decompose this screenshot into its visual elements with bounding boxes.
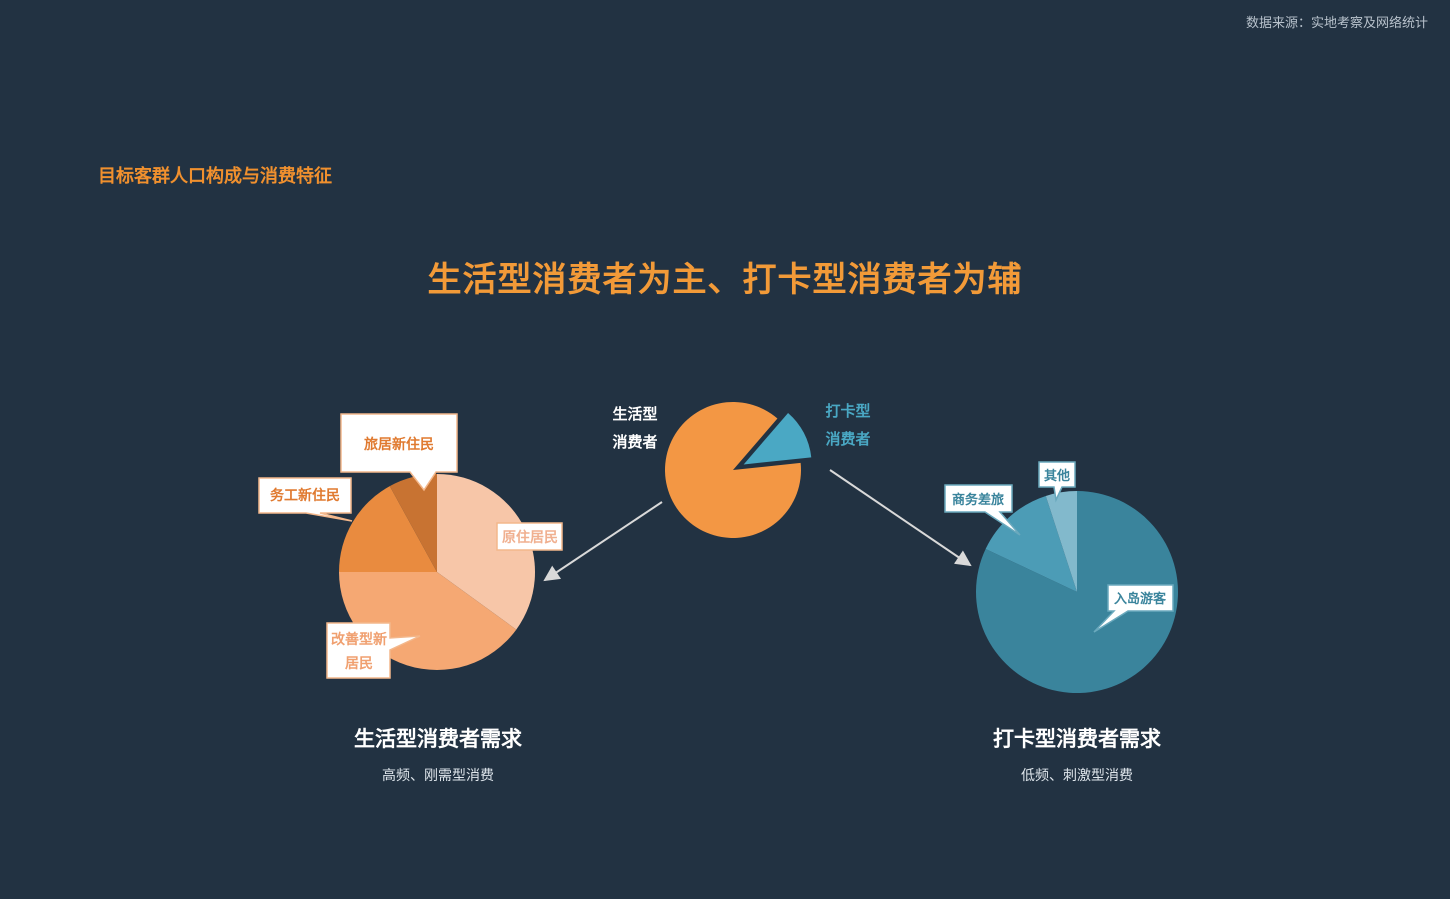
center-label-checkin-2: 消费者	[825, 430, 870, 448]
slice-label-gaishan-1: 改善型新	[331, 631, 387, 648]
slice-label-qita: 其他	[1044, 468, 1070, 484]
center-pie-chart	[665, 402, 812, 538]
life-caption-title: 生活型消费者需求	[354, 727, 522, 751]
arrow-to-checkin-pie	[829, 469, 972, 567]
center-label-life-2: 消费者	[612, 433, 657, 451]
pie-slice	[1045, 491, 1077, 592]
slice-label-yuanzhu: 原住居民	[502, 529, 558, 546]
pie-slice	[389, 474, 437, 572]
life-caption-subtitle: 高频、刚需型消费	[382, 768, 494, 784]
callout-yuanzhu: 原住居民	[496, 522, 563, 551]
checkin-consumer-caption: 打卡型消费者需求 低频、刺激型消费	[947, 723, 1207, 785]
center-label-checkin-1: 打卡型	[825, 402, 870, 420]
callout-lvju: 旅居新住民	[340, 413, 458, 492]
callout-rudao: 入岛游客	[1093, 584, 1174, 633]
pie-slice	[339, 486, 437, 572]
slice-label-rudao: 入岛游客	[1114, 591, 1167, 607]
checkin-caption-subtitle: 低频、刺激型消费	[1021, 768, 1133, 784]
pie-slice	[437, 474, 535, 630]
center-label-life-1: 生活型	[612, 405, 657, 423]
checkin-consumer-pie-chart	[976, 491, 1178, 693]
slice-label-lvju: 旅居新住民	[364, 436, 434, 453]
callout-wugong: 务工新住民	[258, 477, 353, 522]
headline: 生活型消费者为主、打卡型消费者为辅	[427, 260, 1023, 300]
pie-slice	[743, 412, 812, 465]
slice-label-shangwu: 商务差旅	[952, 492, 1004, 508]
pie-slice	[985, 495, 1077, 592]
callout-shangwu: 商务差旅	[944, 484, 1021, 536]
callout-qita: 其他	[1038, 461, 1076, 503]
section-title: 目标客群人口构成与消费特征	[98, 166, 332, 187]
slice-label-wugong: 务工新住民	[270, 487, 340, 504]
arrow-to-life-pie	[543, 501, 663, 582]
slice-label-gaishan-2: 居民	[345, 656, 373, 672]
checkin-caption-title: 打卡型消费者需求	[993, 727, 1161, 751]
pie-slice	[665, 402, 802, 538]
life-consumer-caption: 生活型消费者需求 高频、刚需型消费	[308, 723, 568, 785]
data-source-note: 数据来源：实地考察及网络统计	[1245, 16, 1428, 31]
callout-gaishan: 改善型新 居民	[326, 622, 421, 679]
